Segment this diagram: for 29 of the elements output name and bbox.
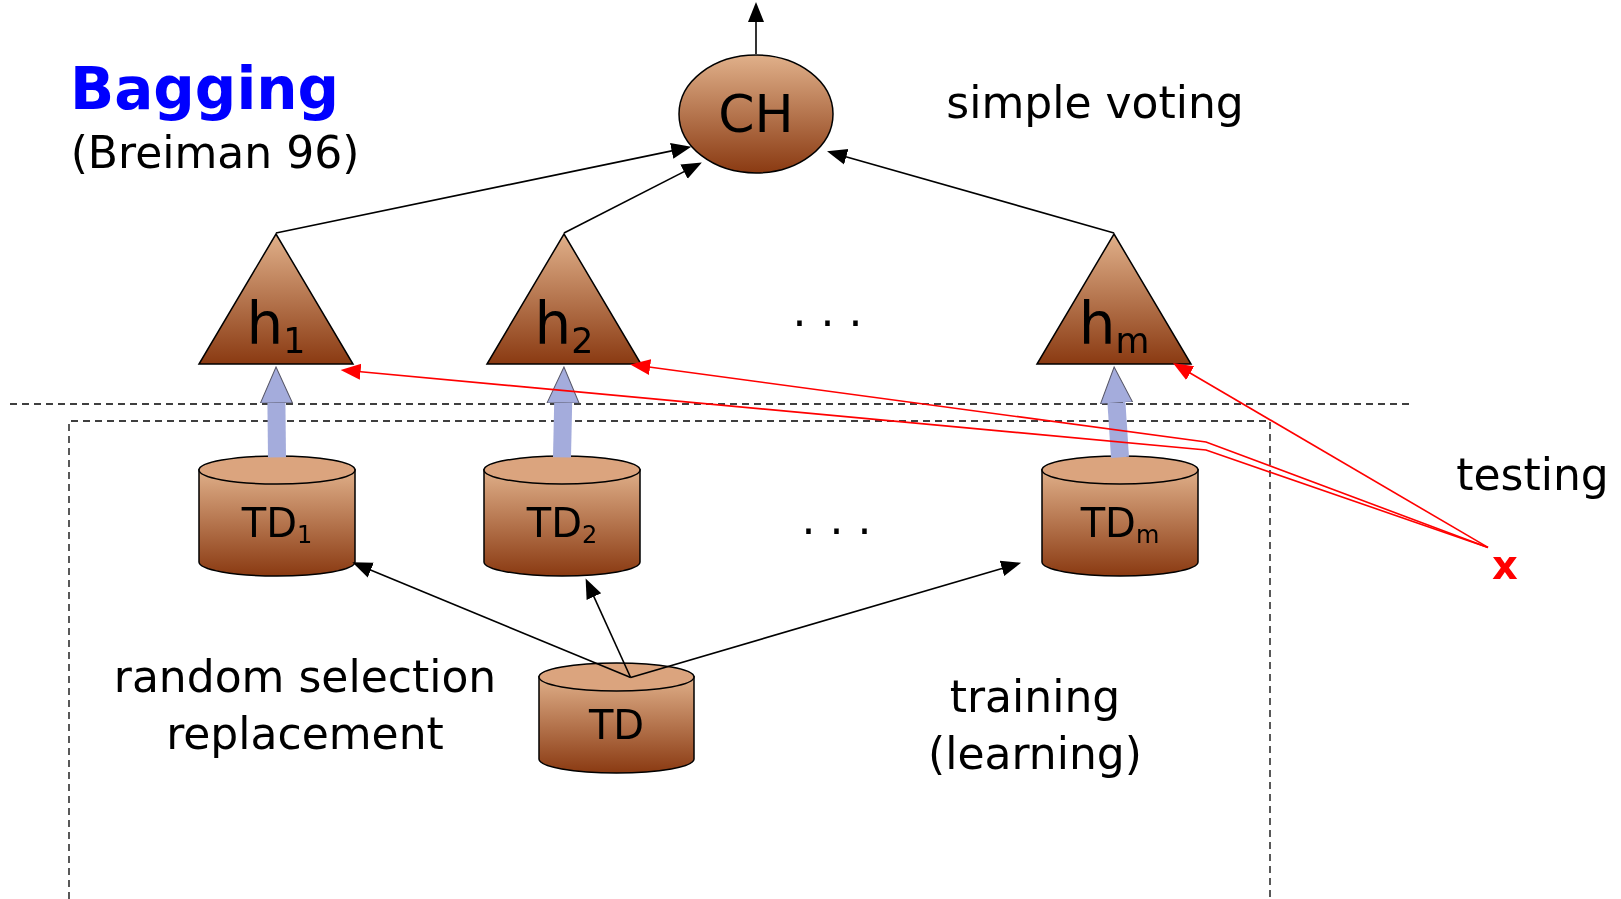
node-label: CH (717, 88, 795, 140)
arrow (585, 578, 632, 679)
arrow (827, 149, 1115, 234)
author-note: (Breiman 96) (69, 128, 361, 179)
arrow (1172, 363, 1489, 549)
arrow (630, 359, 1489, 549)
block-arrow (546, 366, 580, 458)
node-label: TD$_{1}$ (240, 502, 314, 547)
arrow (748, 2, 764, 55)
node-label: h$_{1}$ (245, 295, 307, 359)
ellipsis: . . . (800, 494, 873, 545)
diagram-title: Bagging (70, 56, 332, 123)
ellipsis: . . . (791, 286, 864, 337)
node-label: h$_{m}$ (1077, 295, 1151, 359)
arrow (629, 560, 1022, 679)
block-arrow (259, 366, 293, 458)
block-arrow (1100, 366, 1133, 458)
node-label: TD$_{m}$ (1079, 502, 1161, 547)
method-label: random selection replacement (112, 650, 498, 762)
arrow (275, 143, 692, 234)
combination-label: simple voting (945, 78, 1245, 129)
node-label: TD (587, 704, 646, 745)
arrow (563, 162, 702, 234)
phase-label: testing (1455, 450, 1610, 501)
arrow (352, 562, 632, 679)
input-sample-label: x (1488, 543, 1522, 587)
node-label: h$_{2}$ (533, 295, 595, 359)
node-label: TD$_{2}$ (525, 502, 599, 547)
phase-label: training (learning) (927, 670, 1143, 782)
